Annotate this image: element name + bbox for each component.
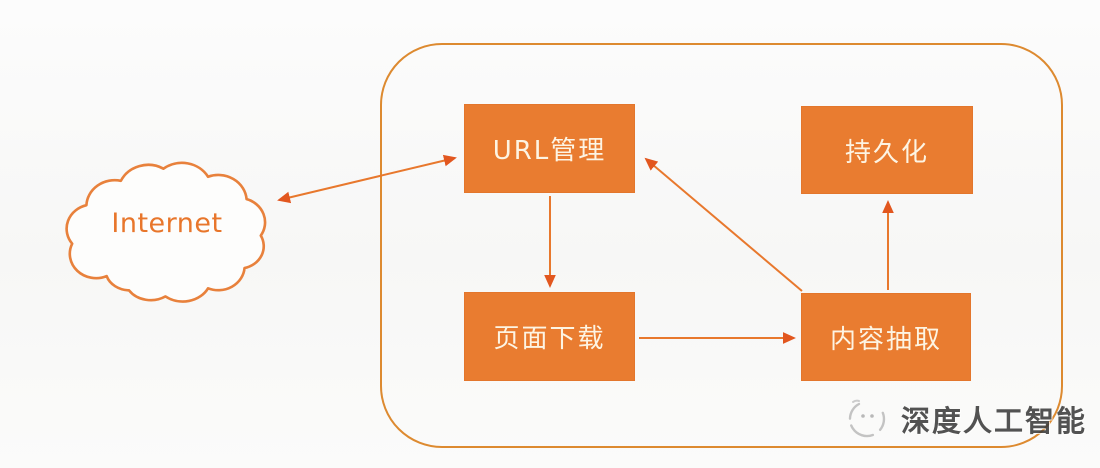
- node-page-download-label: 页面下载: [493, 324, 606, 354]
- node-persistence-label: 持久化: [844, 137, 929, 168]
- pipeline-frame: [380, 43, 1063, 448]
- watermark: 深度人工智能: [845, 396, 1087, 442]
- node-persistence: 持久化: [801, 106, 973, 194]
- internet-cloud: Internet: [58, 146, 276, 314]
- internet-label: Internet: [111, 208, 223, 239]
- node-content-extraction-label: 内容抽取: [829, 324, 942, 355]
- node-content-extraction: 内容抽取: [801, 293, 971, 381]
- sketch-logo-icon: [848, 399, 886, 438]
- node-url-management-label: URL管理: [492, 136, 607, 166]
- node-url-management: URL管理: [464, 104, 635, 193]
- node-page-download: 页面下载: [464, 292, 635, 381]
- cloud-shape: [65, 161, 267, 303]
- watermark-label: 深度人工智能: [901, 404, 1088, 438]
